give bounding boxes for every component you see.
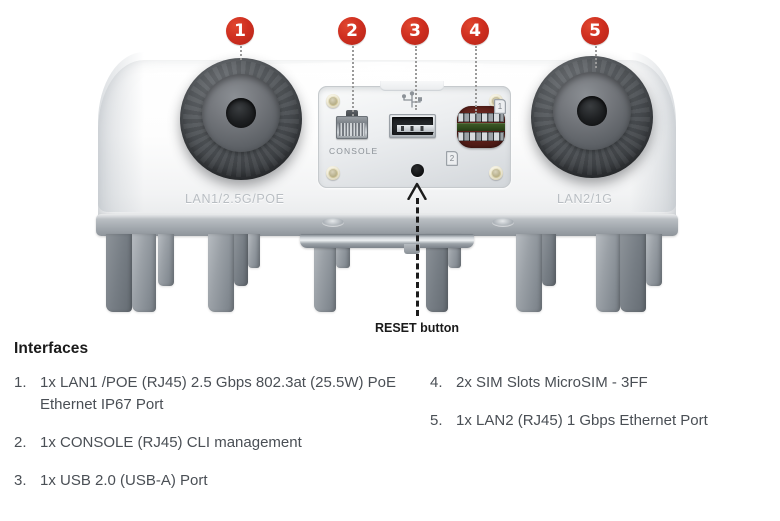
list-item: 3. 1x USB 2.0 (USB-A) Port [14,470,404,492]
list-item-text: 1x LAN1 /POE (RJ45) 2.5 Gbps 802.3at (25… [40,374,397,413]
usb-trident-icon [396,91,428,108]
interfaces-heading: Interfaces [14,340,89,357]
console-port-caption: CONSOLE [329,146,379,156]
panel-top-notch [380,81,444,91]
callout-badge-1[interactable]: 1 [226,17,254,45]
lan1-port-label: LAN1/2.5G/POE [185,192,285,206]
base-screw-left [322,218,344,227]
callout-badge-2[interactable]: 2 [338,17,366,45]
console-rj45-port [336,110,368,139]
bracket-center-tab [404,244,420,254]
callout-badge-3[interactable]: 3 [401,17,429,45]
lan1-cap-center-hole [226,98,256,128]
list-item-text: 2x SIM Slots MicroSIM - 3FF [456,374,648,391]
panel-screw-bottom-left [326,166,340,180]
list-item-marker: 4. [430,374,443,391]
sim-slot-pcb [457,123,505,131]
interfaces-list-left-column: 1. 1x LAN1 /POE (RJ45) 2.5 Gbps 802.3at … [14,372,404,508]
list-item-marker: 2. [14,434,27,451]
list-item-text: 1x LAN2 (RJ45) 1 Gbps Ethernet Port [456,412,708,429]
list-item: 5. 1x LAN2 (RJ45) 1 Gbps Ethernet Port [430,410,775,432]
usb-port-cavity [392,117,434,135]
interfaces-list-right-column: 4. 2x SIM Slots MicroSIM - 3FF 5. 1x LAN… [430,372,775,448]
sim-slot-1-label: 1 [494,99,506,114]
list-item-marker: 5. [430,412,443,429]
list-item: 1. 1x LAN1 /POE (RJ45) 2.5 Gbps 802.3at … [14,372,404,416]
rj45-contact-pins [339,123,365,136]
callout-badge-4[interactable]: 4 [461,17,489,45]
lan2-connector-cap [531,56,653,178]
list-item: 4. 2x SIM Slots MicroSIM - 3FF [430,372,775,394]
reset-button-pinhole[interactable] [411,164,424,177]
enclosure-left-shading [98,52,144,212]
device-photo: LAN1/2.5G/POE LAN2/1G CONSOLE [0,44,780,344]
panel-screw-top-left [326,94,340,108]
lan2-port-label: LAN2/1G [557,192,613,206]
lan1-poe-connector-cap [180,58,302,180]
enclosure-base-band [96,214,678,236]
usb-port-contacts [401,126,430,131]
list-item-text: 1x CONSOLE (RJ45) CLI management [40,434,302,451]
list-item-text: 1x USB 2.0 (USB-A) Port [40,472,208,489]
list-item-marker: 3. [14,472,27,489]
list-item: 2. 1x CONSOLE (RJ45) CLI management [14,432,404,454]
bracket-center-plate [300,234,474,248]
callout-badge-5[interactable]: 5 [581,17,609,45]
sim-contacts-lower [458,132,504,141]
panel-screw-bottom-right [489,166,503,180]
list-item-marker: 1. [14,374,27,391]
sim-contacts-upper [458,113,504,122]
base-screw-right [492,218,514,227]
reset-button-label: RESET button [374,321,459,335]
lan2-cap-center-hole [577,96,607,126]
sim-slot-2-label: 2 [446,151,458,166]
usb-a-port [389,114,436,138]
